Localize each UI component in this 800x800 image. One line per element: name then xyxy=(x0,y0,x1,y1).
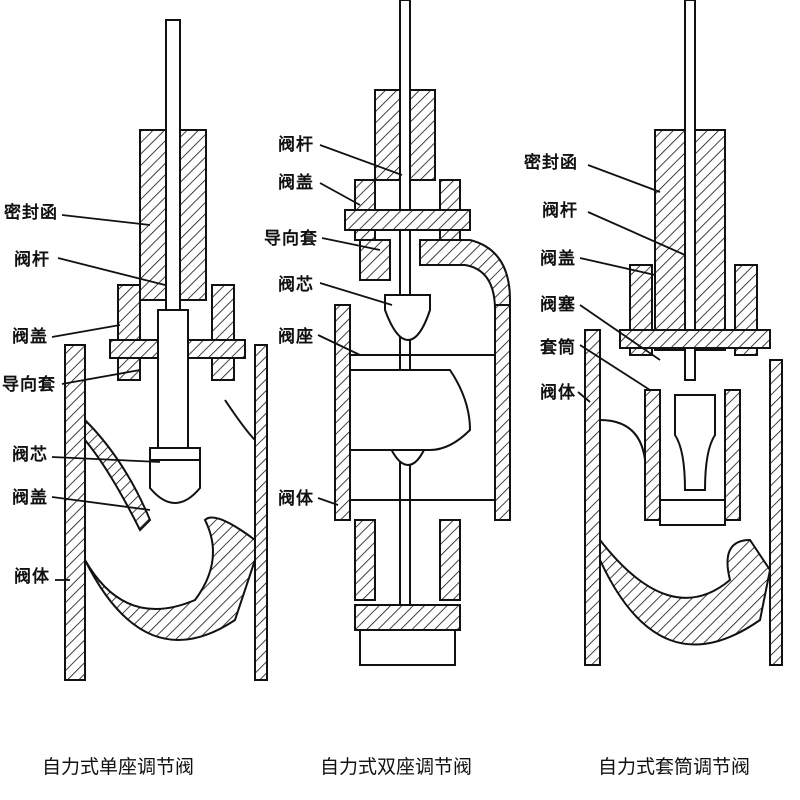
label-valve-stem: 阀杆 xyxy=(14,250,50,270)
label-guide-sleeve: 导向套 xyxy=(264,229,318,249)
label-valve-body: 阀体 xyxy=(14,567,50,587)
label-bonnet-lower: 阀盖 xyxy=(12,488,48,508)
caption-single-seat-valve: 自力式单座调节阀 xyxy=(42,756,195,778)
label-seal-box: 密封函 xyxy=(524,153,578,173)
label-bonnet: 阀盖 xyxy=(12,327,48,347)
label-valve-stem: 阀杆 xyxy=(278,135,314,155)
single-seat-valve-drawing xyxy=(64,19,268,681)
label-valve-stem: 阀杆 xyxy=(542,201,578,221)
label-valve-body: 阀体 xyxy=(540,383,576,403)
label-cage: 套筒 xyxy=(540,338,576,358)
label-valve-plug: 阀芯 xyxy=(278,275,314,295)
label-valve-plug: 阀芯 xyxy=(12,445,48,465)
caption-cage-valve: 自力式套筒调节阀 xyxy=(598,756,751,778)
label-bonnet: 阀盖 xyxy=(278,173,314,193)
label-valve-seat: 阀座 xyxy=(278,327,314,347)
leader-lines xyxy=(51,144,686,581)
label-bonnet: 阀盖 xyxy=(540,249,576,269)
label-valve-plug: 阀塞 xyxy=(540,295,576,315)
label-guide-sleeve: 导向套 xyxy=(2,375,56,395)
label-seal-box: 密封函 xyxy=(4,203,58,223)
caption-double-seat-valve: 自力式双座调节阀 xyxy=(320,756,473,778)
double-seat-valve-drawing xyxy=(334,0,511,666)
cage-valve-drawing xyxy=(584,0,783,666)
label-valve-body: 阀体 xyxy=(278,489,314,509)
